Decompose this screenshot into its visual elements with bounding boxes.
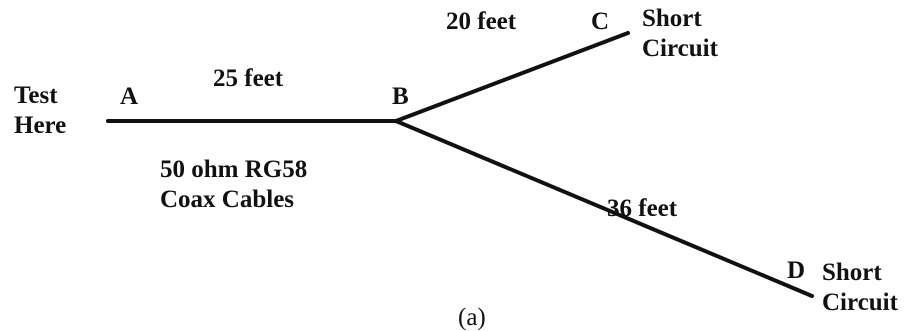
termination-d-line1: Short xyxy=(822,259,882,286)
test-here-line1: Test xyxy=(14,82,58,109)
cable-segment-bc xyxy=(394,31,630,123)
segment-bd-length: 36 feet xyxy=(607,195,678,222)
cable-segment-bd xyxy=(394,119,814,298)
test-here-label: Test Here xyxy=(14,81,66,141)
termination-d-line2: Circuit xyxy=(822,289,898,316)
node-label-c: C xyxy=(591,8,610,35)
termination-c-line1: Short xyxy=(642,5,702,32)
termination-d-label: Short Circuit xyxy=(822,258,898,318)
termination-c-label: Short Circuit xyxy=(642,4,718,64)
cable-type-line1: 50 ohm RG58 xyxy=(160,156,308,183)
cable-type-line2: Coax Cables xyxy=(160,186,295,213)
node-label-d: D xyxy=(787,257,806,284)
test-here-line2: Here xyxy=(14,112,67,139)
node-label-b: B xyxy=(392,83,409,110)
segment-ab-length: 25 feet xyxy=(213,65,284,92)
cable-type-label: 50 ohm RG58 Coax Cables xyxy=(160,155,307,215)
segment-bc-length: 20 feet xyxy=(446,8,517,35)
termination-c-line2: Circuit xyxy=(642,35,718,62)
cable-network-diagram xyxy=(106,31,814,298)
node-label-a: A xyxy=(120,83,139,110)
figure-caption: (a) xyxy=(458,304,486,331)
